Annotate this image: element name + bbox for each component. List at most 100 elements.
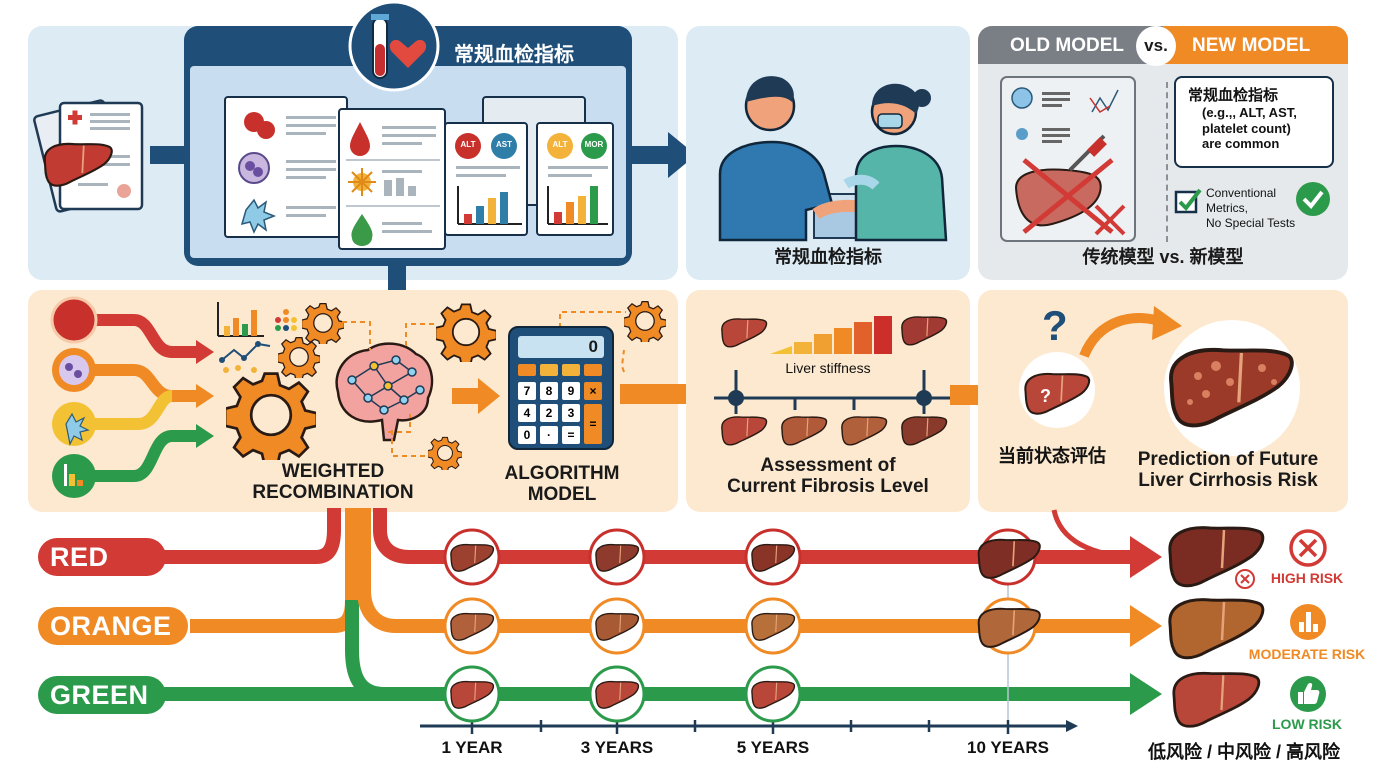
timeline-label-10y: 10 YEARS: [967, 738, 1049, 757]
key-multiply: ×: [584, 382, 602, 400]
question-mark-icon: ?: [1042, 302, 1068, 349]
risk-lanes: [150, 508, 1162, 734]
arrow-right-icon: [632, 132, 696, 178]
calculator-display: 0: [518, 336, 604, 358]
blood-cells-card: [224, 96, 348, 238]
ast-badge: AST: [496, 140, 512, 149]
new-model-line: platelet count): [1202, 120, 1291, 136]
liver-orange-1y: [443, 597, 501, 655]
liver-orange-10y: [977, 597, 1041, 655]
old-model-card: [1000, 76, 1136, 242]
liver-green-1y: [443, 665, 501, 723]
check-text-line: Conventional: [1206, 186, 1277, 200]
timeline-label-5y: 5 YEARS: [736, 738, 810, 757]
green-arrowhead: [1130, 673, 1162, 715]
orange-arrowhead: [1130, 605, 1162, 647]
arrow-right-icon: [452, 378, 500, 414]
blood-draw-section: 常规血检指标: [686, 26, 970, 280]
current-liver-icon: ?: [1019, 352, 1095, 428]
caption-line: Prediction of Future: [1137, 449, 1319, 470]
lane-label-orange: ORANGE: [38, 607, 188, 645]
low-risk-label: LOW RISK: [1272, 716, 1342, 732]
divider: [1166, 82, 1168, 242]
curved-arrow-icon: [1079, 306, 1182, 359]
bar-chart-icon: [217, 302, 297, 373]
bar-chart-circle-icon: [1290, 604, 1326, 640]
fibrosis-scale: [714, 316, 950, 446]
calculator-icon: 0 7 8 9 × 4 2 3 = 0 · =: [508, 326, 614, 450]
prediction-caption: Prediction of Future Liver Cirrhosis Ris…: [1128, 449, 1328, 492]
key-4: 4: [518, 404, 536, 422]
check-text-line: Metrics,: [1206, 201, 1248, 215]
key-2: 2: [540, 404, 558, 422]
key-0: 0: [518, 426, 536, 444]
caption-line: Current Fibrosis Level: [727, 475, 929, 497]
liver-green-5y: [744, 665, 802, 723]
alt-badge-2: ALT: [552, 140, 568, 149]
medical-record-icon: [33, 99, 144, 213]
key-9: 9: [562, 382, 580, 400]
caption-line: WEIGHTED: [281, 461, 385, 482]
algorithm-model-caption: ALGORITHM MODEL: [480, 463, 644, 506]
blood-draw-illustration: [718, 76, 948, 242]
red-arrowhead: [1130, 536, 1162, 578]
svg-text:?: ?: [1040, 386, 1051, 406]
key-3: 3: [562, 404, 580, 422]
new-model-box: 常规血检指标 (e.g.,, ALT, AST, platelet count)…: [1174, 76, 1334, 168]
current-status-label: 当前状态评估: [998, 446, 1106, 466]
liver-stiffness-label: Liver stiffness: [785, 360, 871, 376]
check-circle-icon: [1296, 182, 1330, 216]
liver-red-1y: [443, 528, 501, 586]
liver-red-5y: [744, 528, 802, 586]
risk-summary-label: 低风险 / 中风险 / 高风险: [1148, 742, 1341, 762]
prediction-section: ? ? 当前状态评估 Prediction of Future Liver Ci…: [978, 290, 1348, 512]
model-comparison-section: OLD MODEL NEW MODEL vs. 常规血检指标 (e.g.,, A…: [978, 26, 1348, 280]
vs-label: vs.: [1144, 36, 1168, 55]
liver-red-10y: [977, 528, 1041, 586]
moderate-risk-label: MODERATE RISK: [1248, 646, 1366, 662]
conventional-metrics-text: Conventional Metrics, No Special Tests: [1206, 186, 1295, 231]
fibrosis-section: Liver stiffness Assessment of Current Fi…: [686, 290, 970, 512]
key-8: 8: [540, 382, 558, 400]
high-risk-label: HIGH RISK: [1270, 570, 1344, 586]
weighted-recombination-caption: WEIGHTED RECOMBINATION: [228, 461, 438, 504]
outcome-liver-low: [1172, 671, 1261, 728]
checkbox-icon: [1174, 188, 1202, 214]
timeline-label-3y: 3 YEARS: [580, 738, 654, 757]
dashed-connectors: [342, 311, 626, 457]
liver-orange-3y: [588, 597, 646, 655]
x-circle-icon: [1289, 529, 1327, 567]
new-model-label: NEW MODEL: [1192, 35, 1311, 56]
key-dot: ·: [540, 426, 558, 444]
brain-network-icon: [335, 342, 434, 442]
key-7: 7: [518, 382, 536, 400]
liver-orange-5y: [744, 597, 802, 655]
mor-badge: MOR: [584, 140, 604, 149]
new-model-line: (e.g.,, ALT, AST,: [1202, 105, 1297, 120]
fibrosis-caption: Assessment of Current Fibrosis Level: [686, 455, 970, 498]
check-text-line: No Special Tests: [1206, 216, 1296, 230]
small-x-circle-icon: [1235, 569, 1255, 589]
key-equals-large: =: [584, 404, 602, 444]
thumbs-up-icon: [1290, 676, 1326, 712]
comparison-caption: 传统模型 vs. 新模型: [1082, 247, 1244, 267]
input-flows: [50, 296, 214, 498]
caption-line: Liver Cirrhosis Risk: [1138, 469, 1318, 491]
old-model-label: OLD MODEL: [1010, 35, 1124, 56]
lane-label-red: RED: [38, 538, 166, 576]
new-model-title: 常规血检指标: [1188, 87, 1279, 104]
blood-test-title: 常规血检指标: [454, 44, 574, 66]
blood-draw-caption: 常规血检指标: [774, 247, 882, 267]
liver-green-3y: [588, 665, 646, 723]
future-cirrhotic-liver-icon: [1164, 320, 1300, 456]
test-tube-heart-badge: [348, 0, 440, 92]
blood-components-card: [338, 108, 446, 250]
key-equals: =: [562, 426, 580, 444]
caption-line: MODEL: [527, 483, 597, 505]
caption-line: ALGORITHM: [504, 463, 620, 484]
timeline-label-1y: 1 YEAR: [441, 738, 503, 757]
red-blood-cell-icon: [50, 296, 98, 344]
alt-badge: ALT: [460, 140, 476, 149]
lane-label-green: GREEN: [38, 676, 166, 714]
alt-ast-card: ALT AST: [444, 122, 528, 236]
